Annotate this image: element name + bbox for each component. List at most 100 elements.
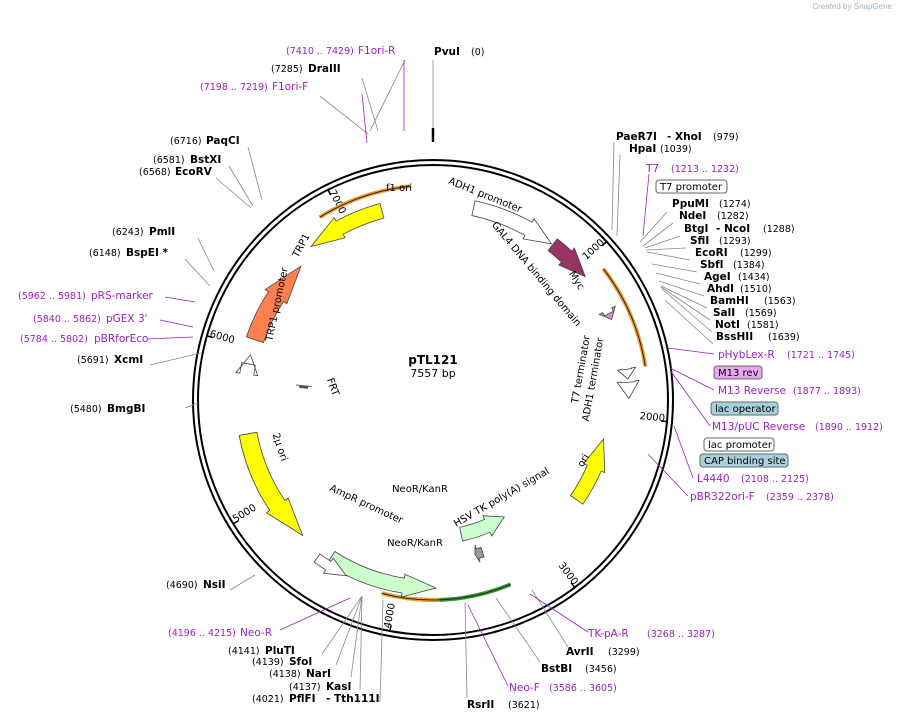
site-xcmi: XcmI [114,354,143,366]
boxed-cap-binding-site: CAP binding site [704,456,786,467]
leader-line-41 [669,367,715,391]
site-pos-ndei: (1282) [717,211,749,222]
site-pos-xhoi: (979) [713,132,739,143]
plasmid-name: pTL121 [408,353,457,367]
feature-arrow-13 [235,353,259,377]
leader-line-24 [644,235,681,249]
outer-arc-core-4 [381,592,440,601]
site-xhoi: - XhoI [667,131,702,143]
site-pos-sfii: (1293) [719,236,751,247]
leader-line-17 [464,601,468,699]
leader-line-35 [361,93,368,144]
outer-arc-2 [462,582,512,600]
tick-label-4000: 4000 [383,602,398,629]
feature-label-2mu-ori: 2μ ori [270,432,289,463]
feature-arrow-12 [295,384,312,389]
site-ahdi: AhdI [707,283,734,295]
site-ndei: NdeI [679,210,706,222]
leader-line-27 [651,263,698,273]
feature-label-neor-1: NeoR/KanR [392,484,448,495]
primer-m13-reverse: M13 Reverse [718,385,786,397]
backbone-outer [192,159,674,641]
leader-line-36 [164,296,196,303]
primer-pos-t7: (1213 .. 1232) [671,164,739,175]
box-cap-binding-site [699,453,789,468]
leader-line-30 [660,285,708,309]
leader-line-29 [658,280,705,297]
site-pos-pflfi: (4021) [252,694,284,705]
site-ecori: EcoRI [695,247,728,259]
site-ppumi: PpuMI [672,198,709,210]
feature-arrow-14 [245,265,302,344]
site-ncoi: - NcoI [716,223,750,235]
primer-phyblex-r: pHybLex-R [718,349,775,361]
primer-pbrforeco: pBRforEco [94,333,148,345]
feature-arrow-7 [474,544,485,563]
primer-pos-f1ori-r: (7410 .. 7429) [286,46,354,57]
primer-t7: T7 [645,163,659,175]
site-pos-pluti: (4141) [228,646,260,657]
boxed-lac-operator: lac operator [715,404,776,415]
feature-arrow-10 [313,553,348,577]
leader-line-5 [228,165,254,207]
leader-line-13 [335,595,363,666]
primer-pos-neo-r: (4196 .. 4215) [168,628,236,639]
primer-pos-l4440: (2108 .. 2125) [741,474,809,485]
feature-label-f1-ori: f1 ori [386,183,412,194]
credit-prefix: Created by [812,2,852,11]
leader-line-11 [229,574,256,591]
leader-line-18 [495,597,541,663]
feature-arrow-3 [598,305,616,321]
site-pos-avrii: (3299) [608,647,640,658]
primer-m13-puc-reverse: M13/pUC Reverse [712,421,805,433]
site-sali: SalI [713,307,735,319]
leader-line-15 [359,595,363,691]
leader-line-10 [184,402,199,409]
box-m13-rev [713,365,763,380]
primer-pos-pgex3: (5840 .. 5862) [33,314,101,325]
site-pos-sfoi: (4139) [252,657,284,668]
site-pos-pvui: (0) [471,47,484,58]
leader-line-22 [639,211,668,243]
primer-pos-f1ori-f: (7198 .. 7219) [200,82,268,93]
leader-line-31 [660,286,711,321]
snapgene-credit: Created by SnapGene [812,2,892,11]
site-pos-nsii: (4690) [166,580,198,591]
site-pos-bstbi: (3456) [585,664,617,675]
primer-neo-r: Neo-R [240,627,272,639]
leader-line-46 [467,604,509,687]
site-pos-ecorv: (6568) [139,167,171,178]
feature-arrow-11 [238,431,304,537]
site-pmli: PmlI [149,226,175,238]
primer-pos-pbrforeco: (5784 .. 5802) [20,334,88,345]
site-pos-bmgbi: (5480) [70,404,102,415]
tick-label-5000: 5000 [231,502,258,525]
site-paer7i: PaeR7I [616,131,657,143]
tick-label-1000: 1000 [581,237,607,262]
arc-group [318,184,648,602]
site-nsii: NsiI [203,579,226,591]
site-pos-bstxi: (6581) [153,155,185,166]
leader-line-25 [645,247,687,251]
site-noti: NotI [715,319,740,331]
feature-arrow-8 [459,515,506,542]
site-bstxi: BstXI [190,154,221,166]
site-sbfi: SbfI [700,259,724,271]
tick-mark-6000 [206,335,213,339]
boxed-m13-rev: M13 rev [718,368,759,379]
leader-line-42 [669,369,711,427]
site-pos-sbfi: (1384) [733,260,765,271]
feature-arrow-1 [471,200,553,245]
primer-pos-neo-f: (3586 .. 3605) [549,683,617,694]
site-bmgbi: BmgBI [107,403,145,415]
tick-label-2000: 2000 [639,411,665,424]
primer-neo-f: Neo-F [509,682,540,694]
leader-line-7 [197,237,215,272]
site-pos-noti: (1581) [747,320,779,331]
leader-line-1 [361,77,379,132]
site-pflfi: PflFI [289,693,316,705]
leader-line-44 [647,453,689,497]
leader-line-33 [664,299,714,345]
tick-mark-5000 [232,520,239,525]
